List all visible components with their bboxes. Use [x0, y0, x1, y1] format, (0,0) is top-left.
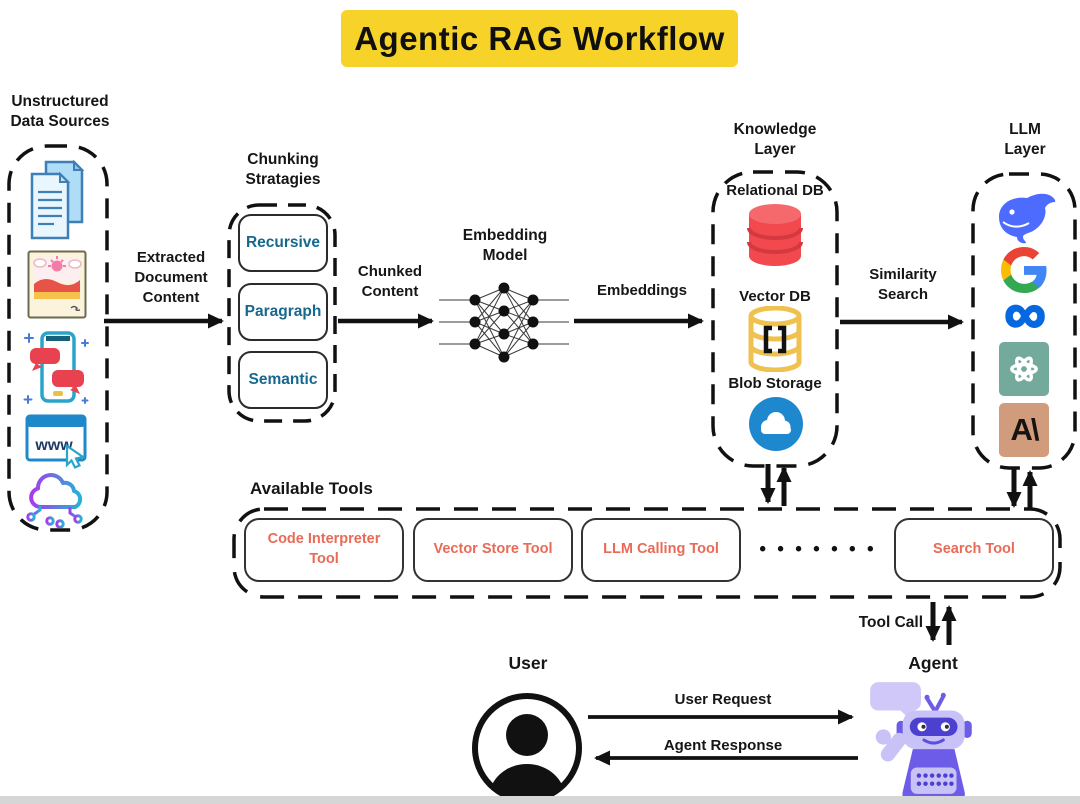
sources-dashed-container [7, 144, 109, 532]
user-icon [472, 693, 582, 800]
user-request-label: User Request [674, 691, 772, 708]
tools-ellipsis: • • • • • • • [759, 539, 877, 560]
cloud-network-icon [26, 473, 83, 528]
tool-search: Search Tool [894, 518, 1054, 582]
user-avatar-wrap [467, 688, 587, 800]
similarity-search-label: Similarity Search [869, 266, 937, 303]
available-tools-title: Available Tools [250, 479, 373, 498]
vector-db-label: Vector DB [739, 288, 811, 305]
extracted-content-label: Extracted Document Content [134, 249, 208, 306]
agent-robot-icon [870, 682, 972, 800]
tool-vector-store: Vector Store Tool [413, 518, 573, 582]
llm-layer-title: LLM Layer [1004, 121, 1046, 159]
documents-icon [30, 159, 85, 240]
chunking-title: Chunking Stratagies [245, 151, 321, 189]
page-title: Agentic RAG Workflow [341, 10, 738, 67]
chunking-strategy-semantic: Semantic [238, 351, 328, 409]
chunking-dashed-container [227, 203, 337, 423]
anthropic-icon: A\ [999, 403, 1049, 457]
deepseek-whale-icon [999, 193, 1056, 244]
embedding-model-title: Embedding Model [462, 227, 548, 265]
chunking-strategy-paragraph: Paragraph [238, 283, 328, 341]
agent-label: Agent [908, 653, 958, 673]
relational-db-label: Relational DB [726, 182, 824, 199]
user-label: User [508, 653, 548, 673]
sources-title: Unstructured Data Sources [10, 93, 110, 131]
neural-network-icon [439, 282, 569, 363]
llm-dashed-container [971, 172, 1077, 470]
embeddings-label: Embeddings [596, 282, 687, 299]
chunking-strategy-recursive: Recursive [238, 214, 328, 272]
relational-db-icon [747, 204, 803, 266]
tool-llm-calling: LLM Calling Tool [581, 518, 741, 582]
tool-call-label: Tool Call [858, 614, 923, 631]
agent-response-label: Agent Response [663, 737, 783, 754]
blob-storage-label: Blob Storage [728, 375, 822, 392]
image-icon [27, 250, 87, 319]
knowledge-layer-title: Knowledge Layer [733, 121, 817, 159]
svg-text:www: www [34, 437, 73, 454]
tools-dashed-container [232, 507, 1062, 599]
meta-infinity-icon: ∞ [1003, 280, 1047, 346]
google-g-icon [1001, 247, 1047, 293]
chat-phone-icon [23, 331, 89, 404]
blob-storage-icon [749, 397, 803, 451]
chunked-content-label: Chunked Content [357, 263, 423, 300]
tool-code-interpreter: Code Interpreter Tool [244, 518, 404, 582]
web-icon: www [25, 414, 87, 469]
openai-icon [999, 342, 1049, 396]
vector-db-icon [748, 306, 802, 372]
bottom-edge-strip [0, 796, 1080, 804]
